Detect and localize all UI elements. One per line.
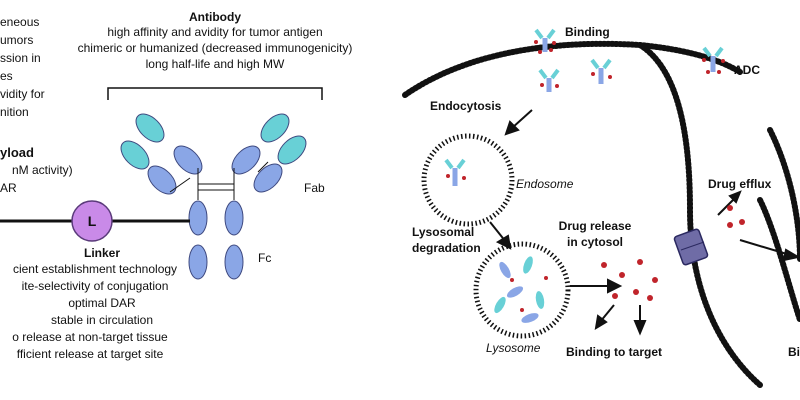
linker-line-1: cient establishment technology bbox=[12, 262, 178, 276]
binding-to-target-label: Binding to target bbox=[566, 345, 662, 359]
linker-line-6: fficient release at target site bbox=[16, 347, 164, 361]
lysosomal-degradation-label-1: Lysosomal bbox=[412, 225, 475, 239]
adc-icon-membrane-2 bbox=[590, 58, 612, 84]
binding-label: Binding bbox=[565, 25, 610, 39]
fc-left-upper bbox=[188, 200, 208, 236]
fab-right-heavy-2 bbox=[253, 163, 283, 193]
linker-line-2: ite-selectivity of conjugation bbox=[21, 279, 169, 293]
efflux-drugs bbox=[727, 205, 745, 228]
fc-right-upper bbox=[224, 200, 244, 236]
payload-title: yload bbox=[0, 145, 34, 160]
drug-release-label-2: in cytosol bbox=[566, 235, 624, 249]
fc-region bbox=[188, 200, 244, 280]
adc-icon-binding bbox=[534, 28, 556, 54]
payload-line-1: nM activity) bbox=[12, 163, 73, 177]
fab-left-light-2 bbox=[147, 165, 177, 195]
antibody-title: Antibody bbox=[189, 10, 241, 24]
fc-label: Fc bbox=[258, 251, 272, 265]
adc-icon-legend bbox=[702, 46, 725, 74]
fc-right-lower bbox=[224, 244, 244, 280]
antibody-line-1: high affinity and avidity for tumor anti… bbox=[107, 25, 323, 39]
left-fragment-line-6: nition bbox=[0, 105, 29, 119]
linker-line-4: stable in circulation bbox=[50, 313, 154, 327]
endosome bbox=[421, 133, 515, 227]
lysosomal-degradation-label-2: degradation bbox=[412, 241, 481, 255]
drug-efflux-label: Drug efflux bbox=[708, 177, 772, 191]
lysosome-label: Lysosome bbox=[486, 341, 541, 355]
drug-release-label-1: Drug release bbox=[558, 219, 632, 233]
neighbor-membrane-lower bbox=[757, 197, 800, 323]
antibody-bracket bbox=[107, 87, 323, 100]
endosome-label: Endosome bbox=[516, 177, 574, 191]
left-fragment-line-1: eneous bbox=[0, 15, 40, 29]
endocytosis-label: Endocytosis bbox=[430, 99, 502, 113]
linker-node bbox=[71, 200, 113, 242]
adc-icon-membrane-1 bbox=[538, 68, 560, 92]
left-fragment-line-4: es bbox=[0, 69, 13, 83]
fab-left-outer-light bbox=[120, 140, 150, 170]
antibody-line-2: chimeric or humanized (decreased immunog… bbox=[77, 41, 353, 55]
antibody-right-arm bbox=[231, 113, 307, 193]
fab-right-outer bbox=[277, 135, 307, 165]
fab-label: Fab bbox=[304, 181, 325, 195]
left-fragment-line-3: ssion in bbox=[0, 51, 41, 65]
antibody-left-arm bbox=[120, 113, 203, 195]
right-cut-label: Bi bbox=[788, 345, 800, 359]
linker-line-5: o release at non-target tissue bbox=[12, 330, 168, 344]
linker-title: Linker bbox=[83, 246, 121, 260]
cell-membrane-side bbox=[637, 42, 763, 388]
lysosome bbox=[473, 241, 571, 339]
payload-line-2: AR bbox=[0, 181, 17, 195]
adc-icon-endosome bbox=[444, 158, 466, 186]
left-fragment-line-2: umors bbox=[0, 33, 34, 47]
fc-left-lower bbox=[188, 244, 208, 280]
lysosome-fragments bbox=[494, 256, 548, 323]
left-fragment-line-5: vidity for bbox=[0, 87, 45, 101]
cytosol-drugs bbox=[601, 259, 658, 301]
fab-left-top bbox=[135, 113, 165, 143]
fab-left-heavy-1 bbox=[173, 145, 203, 175]
linker-line-3: optimal DAR bbox=[68, 296, 136, 310]
hinge-region bbox=[197, 168, 235, 200]
pathway-arrows bbox=[489, 109, 800, 336]
linker-node-label: L bbox=[87, 213, 97, 229]
fab-right-top bbox=[260, 113, 290, 143]
adc-label: ADC bbox=[734, 63, 760, 77]
cell-membrane-main bbox=[402, 40, 743, 98]
antibody-line-3: long half-life and high MW bbox=[145, 57, 285, 71]
